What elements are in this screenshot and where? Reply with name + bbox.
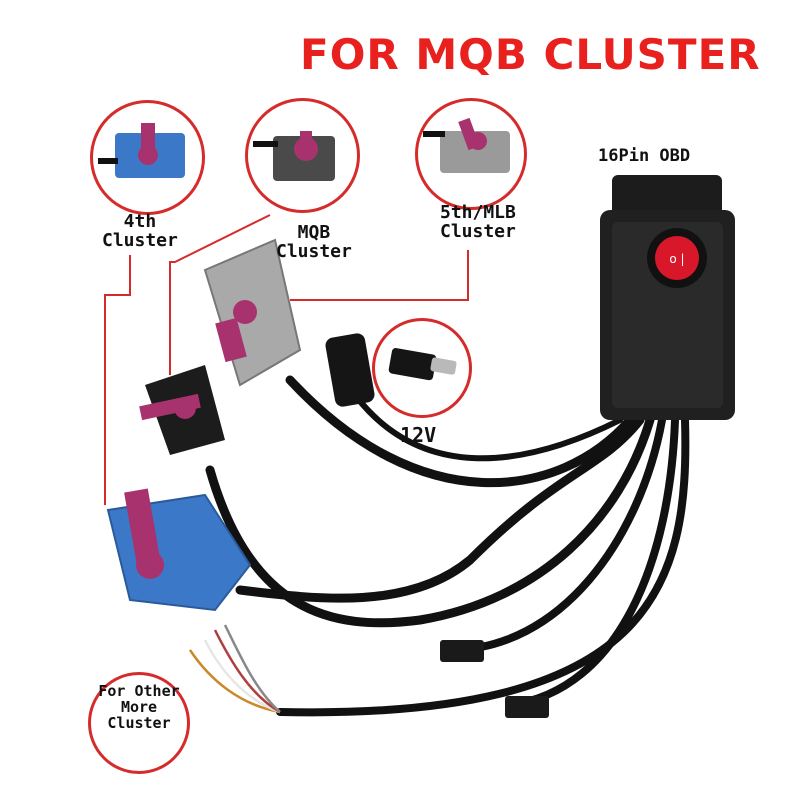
connector-mqb-image	[253, 131, 335, 181]
page-title: FOR MQB CLUSTER	[300, 30, 761, 79]
label-other-line1: For Other	[98, 682, 180, 700]
label-mqb-line1: MQB	[297, 222, 331, 243]
mqb-connector	[139, 365, 225, 455]
label-other-cluster: For Other More Cluster	[88, 682, 190, 732]
leader-line-mqb	[169, 214, 271, 375]
loose-wires	[188, 624, 281, 714]
label-obd: 16Pin OBD	[598, 146, 691, 166]
obd-box: o |	[600, 175, 735, 420]
cable-pig2	[506, 416, 679, 709]
leader-line-mlb	[290, 250, 469, 301]
connector-4th-image	[98, 123, 185, 178]
label-mlb-line1: 5th/MLB	[440, 202, 516, 223]
label-other-line3: Cluster	[107, 713, 171, 732]
callout-mlb-cluster	[415, 98, 527, 210]
label-mlb-line2: Cluster	[440, 220, 516, 242]
cable-mqb	[205, 415, 655, 628]
label-4th-cluster: 4th Cluster	[102, 211, 178, 251]
label-other-line2: More	[120, 697, 158, 716]
cable-gray	[285, 375, 635, 488]
leader-line-4th	[104, 255, 131, 505]
cable-blue	[235, 415, 645, 603]
connector-mlb-image	[423, 117, 510, 173]
blue-connector	[106, 488, 252, 612]
callout-other-cluster	[88, 672, 190, 774]
mlb-connector	[203, 238, 302, 387]
barrel-jack-image	[388, 348, 457, 381]
label-4th-line1: 4th	[123, 211, 157, 232]
pigtail-plug-2	[505, 696, 549, 718]
callout-mqb-cluster	[245, 98, 360, 213]
leader-lines	[104, 214, 469, 505]
label-mqb-line2: Cluster	[276, 240, 352, 262]
label-4th-line2: Cluster	[102, 229, 178, 251]
label-mlb-cluster: 5th/MLB Cluster	[440, 202, 516, 242]
cables	[205, 375, 690, 717]
cable-12v	[352, 392, 623, 462]
cable-pig1	[446, 416, 666, 654]
label-mqb-cluster: MQB Cluster	[276, 222, 352, 262]
pigtail-plug-1	[440, 640, 484, 662]
power-switch	[655, 236, 699, 280]
svg-text:o |: o |	[669, 252, 684, 266]
label-12v-text: 12V	[400, 423, 437, 447]
barrel-plug	[325, 333, 375, 407]
callout-4th-cluster	[90, 100, 205, 215]
callout-12v	[372, 318, 472, 418]
label-obd-text: 16Pin OBD	[598, 146, 691, 166]
pigtail-plugs	[440, 640, 549, 718]
label-12v: 12V	[400, 425, 436, 446]
cable-other	[276, 416, 690, 717]
